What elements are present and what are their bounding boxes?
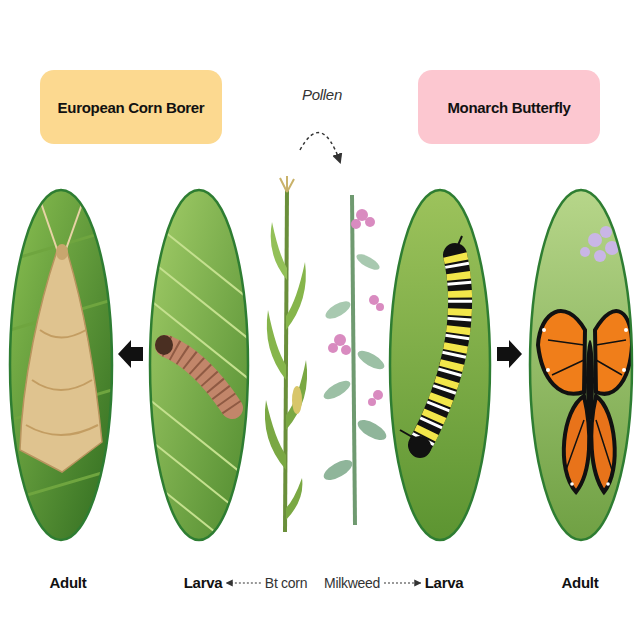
stage-arrow bbox=[118, 340, 143, 368]
photo-oval bbox=[390, 190, 490, 540]
stage-label: Adult bbox=[50, 574, 87, 591]
bt-corn-plant bbox=[265, 176, 307, 532]
stage-label: Bt corn bbox=[265, 575, 307, 591]
dotted-arrow bbox=[384, 582, 421, 583]
stage-label: Adult bbox=[562, 574, 599, 591]
dotted-arrow bbox=[226, 582, 261, 583]
photo-oval bbox=[530, 190, 632, 540]
pollen-arrow bbox=[300, 133, 340, 162]
milkweed-plant bbox=[321, 195, 390, 525]
species-header: Monarch Butterfly bbox=[418, 70, 600, 144]
monarch-larva-photo bbox=[388, 188, 492, 542]
stage-arrow bbox=[497, 340, 522, 368]
photo-oval bbox=[10, 190, 112, 540]
corn-borer-larva-photo bbox=[148, 188, 250, 560]
stage-label: Larva bbox=[425, 574, 464, 591]
species-header: European Corn Borer bbox=[40, 70, 222, 144]
stage-label: Larva bbox=[184, 574, 223, 591]
moth-photo bbox=[8, 188, 114, 542]
stage-label: Milkweed bbox=[324, 575, 380, 591]
header-text: European Corn Borer bbox=[58, 99, 205, 116]
photo-oval bbox=[150, 190, 248, 540]
header-text: Monarch Butterfly bbox=[447, 99, 570, 116]
stage-label: Pollen bbox=[302, 86, 342, 103]
monarch-adult-photo bbox=[528, 188, 634, 542]
